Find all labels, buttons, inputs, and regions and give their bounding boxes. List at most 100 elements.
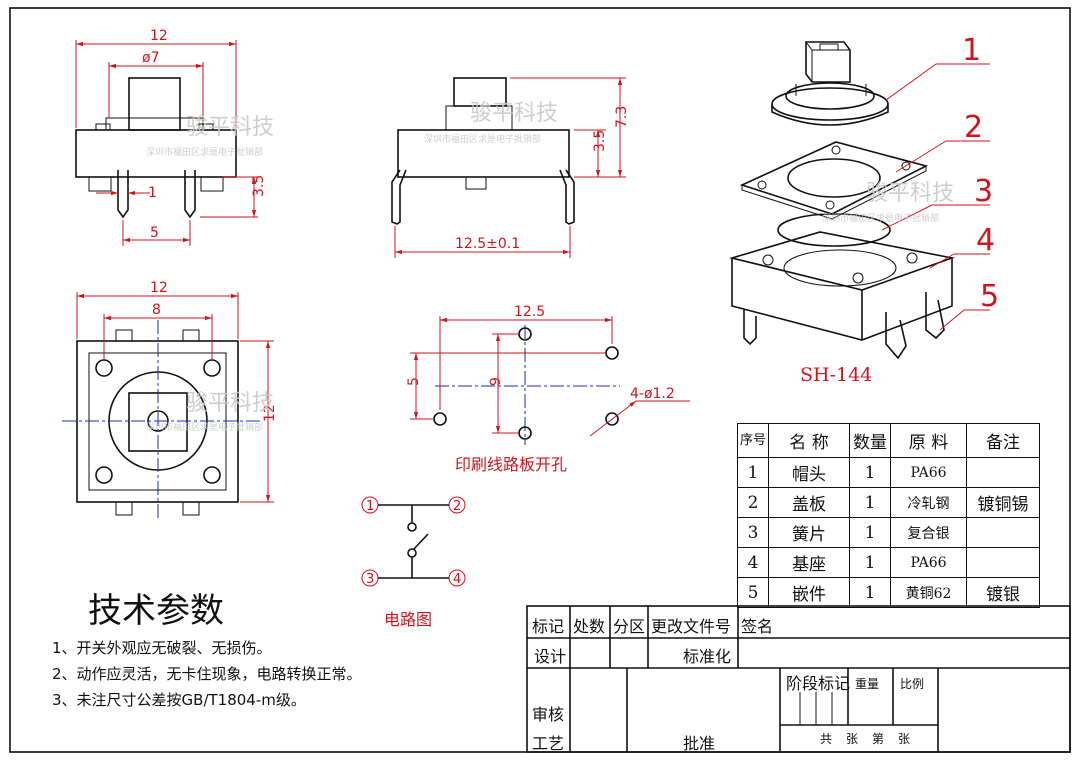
tb-sheet-no: 第 xyxy=(872,732,885,746)
terminal-3: 3 xyxy=(366,572,374,587)
tb-total: 共 xyxy=(820,732,833,746)
top-height-dim: 12 xyxy=(262,404,278,422)
front-cap-dia-dim: ø7 xyxy=(142,50,159,66)
bom-cell-qty: 1 xyxy=(849,517,891,548)
watermark-brand: 骏平科技 xyxy=(866,181,954,206)
callout-1: 1 xyxy=(962,33,981,68)
callout-4: 4 xyxy=(976,223,995,258)
bom-header-qty: 数量 xyxy=(849,423,891,458)
bom-cell-qty: 1 xyxy=(849,457,891,488)
front-pin-gap-dim: 1 xyxy=(148,185,157,201)
bom-cell-name: 基座 xyxy=(768,547,850,578)
tb-zone: 分区 xyxy=(613,617,646,636)
side-view: 3.5 7.3 12.5±0.1 xyxy=(391,77,630,258)
bom-header-material: 原 料 xyxy=(890,423,967,458)
bom-cell-no: 5 xyxy=(737,577,769,608)
tb-stage-mark: 阶段标记 xyxy=(786,674,851,693)
bom-cell-name: 簧片 xyxy=(768,517,850,548)
tb-sign: 签名 xyxy=(741,617,774,636)
bom-cell-note: 镀银 xyxy=(966,577,1040,608)
terminal-1: 1 xyxy=(366,499,374,514)
tb-sheet-unit-2: 张 xyxy=(898,732,911,746)
terminal-2: 2 xyxy=(453,499,461,514)
bom-cell-material: 冷轧钢 xyxy=(890,487,967,518)
pcb-pitch-y-a-dim: 5 xyxy=(406,377,422,386)
bom-header-note: 备注 xyxy=(966,423,1040,458)
exploded-view: 1 2 3 4 5 xyxy=(728,33,999,360)
tb-count: 处数 xyxy=(573,617,606,636)
bom-header-name: 名 称 xyxy=(768,423,850,458)
tb-sheet-unit: 张 xyxy=(846,732,859,746)
side-width-dim: 12.5±0.1 xyxy=(455,236,520,252)
top-inner-dim: 8 xyxy=(152,302,161,318)
watermark-sub: 深圳市福田区求是电子批销部 xyxy=(146,421,263,433)
bom-cell-material: 黄铜62 xyxy=(890,577,967,608)
bom-cell-name: 盖板 xyxy=(768,487,850,518)
bom-cell-material: PA66 xyxy=(890,457,967,488)
callout-2: 2 xyxy=(964,110,983,145)
front-pin-pitch-dim: 5 xyxy=(150,225,159,241)
tb-weight: 重量 xyxy=(855,677,880,691)
tb-process: 工艺 xyxy=(532,734,565,753)
bom-cell-note xyxy=(966,457,1040,488)
front-width-dim: 12 xyxy=(150,28,168,44)
watermarks: 骏平科技 深圳市福田区求是电子批销部 骏平科技 深圳市福田区求是电子批销部 骏平… xyxy=(146,101,954,433)
pcb-pitch-y-b-dim: 9 xyxy=(488,377,504,386)
circuit-diagram: 1 2 3 4 xyxy=(361,496,466,587)
bom-row: 3 簧片 1 复合银 xyxy=(737,517,1040,548)
bom-cell-qty: 1 xyxy=(849,487,891,518)
tech-param-item: 2、动作应灵活，无卡住现象，电路转换正常。 xyxy=(52,665,362,683)
bom-row: 4 基座 1 PA66 xyxy=(737,547,1040,578)
bom-cell-qty: 1 xyxy=(849,577,891,608)
model-number: SH-144 xyxy=(800,364,873,386)
watermark-sub: 深圳市福田区求是电子批销部 xyxy=(822,212,939,224)
tech-param-item: 3、未注尺寸公差按GB/T1804-m级。 xyxy=(52,691,306,709)
bom-cell-note xyxy=(966,547,1040,578)
tb-standard: 标准化 xyxy=(683,647,732,666)
pcb-pitch-x-dim: 12.5 xyxy=(514,304,545,320)
bom-table: 序号 名 称 数量 原 料 备注 1 帽头 1 PA66 2 盖板 1 冷轧钢 … xyxy=(737,423,1040,608)
tb-review: 审核 xyxy=(532,705,565,724)
bom-cell-no: 4 xyxy=(737,547,769,578)
bom-row: 1 帽头 1 PA66 xyxy=(737,457,1040,488)
watermark-brand: 骏平科技 xyxy=(470,101,558,126)
bom-cell-no: 2 xyxy=(737,487,769,518)
pcb-hole-pattern: 12.5 5 9 4-ø1.2 xyxy=(406,304,690,445)
tb-change-doc: 更改文件号 xyxy=(651,617,732,636)
side-body-height-dim: 3.5 xyxy=(592,130,608,152)
bom-cell-name: 嵌件 xyxy=(768,577,850,608)
tb-scale: 比例 xyxy=(900,677,925,691)
bom-cell-material: PA66 xyxy=(890,547,967,578)
bom-cell-note xyxy=(966,517,1040,548)
callout-5: 5 xyxy=(980,279,999,314)
callout-3: 3 xyxy=(974,174,993,209)
bom-row: 5 嵌件 1 黄铜62 镀银 xyxy=(737,577,1040,608)
tech-param-item: 1、开关外观应无破裂、无损伤。 xyxy=(52,639,272,657)
bom-row: 2 盖板 1 冷轧钢 镀铜锡 xyxy=(737,487,1040,518)
watermark-brand: 骏平科技 xyxy=(186,391,274,416)
watermark-sub: 深圳市福田区求是电子批销部 xyxy=(146,146,263,158)
bom-cell-qty: 1 xyxy=(849,547,891,578)
tb-approve: 批准 xyxy=(683,734,716,753)
top-view: 12 8 12 xyxy=(62,280,278,520)
bom-header-row: 序号 名 称 数量 原 料 备注 xyxy=(737,423,1040,458)
top-width-dim: 12 xyxy=(150,280,168,296)
front-view: 12 ø7 1 5 3.5 xyxy=(75,28,267,246)
bom-cell-note: 镀铜锡 xyxy=(966,487,1040,518)
pcb-caption: 印刷线路板开孔 xyxy=(455,455,568,474)
bom-cell-no: 3 xyxy=(737,517,769,548)
bom-cell-no: 1 xyxy=(737,457,769,488)
front-pin-len-dim: 3.5 xyxy=(251,175,267,197)
bom-cell-material: 复合银 xyxy=(890,517,967,548)
bom-header-no: 序号 xyxy=(737,423,769,458)
tech-params-title: 技术参数 xyxy=(88,591,224,631)
tb-design: 设计 xyxy=(534,647,567,666)
terminal-4: 4 xyxy=(453,572,461,587)
tb-mark: 标记 xyxy=(532,617,565,636)
pcb-hole-dim: 4-ø1.2 xyxy=(630,386,675,402)
bom-cell-name: 帽头 xyxy=(768,457,850,488)
side-total-height-dim: 7.3 xyxy=(614,106,630,128)
circuit-caption: 电路图 xyxy=(384,610,433,629)
watermark-brand: 骏平科技 xyxy=(186,115,274,140)
